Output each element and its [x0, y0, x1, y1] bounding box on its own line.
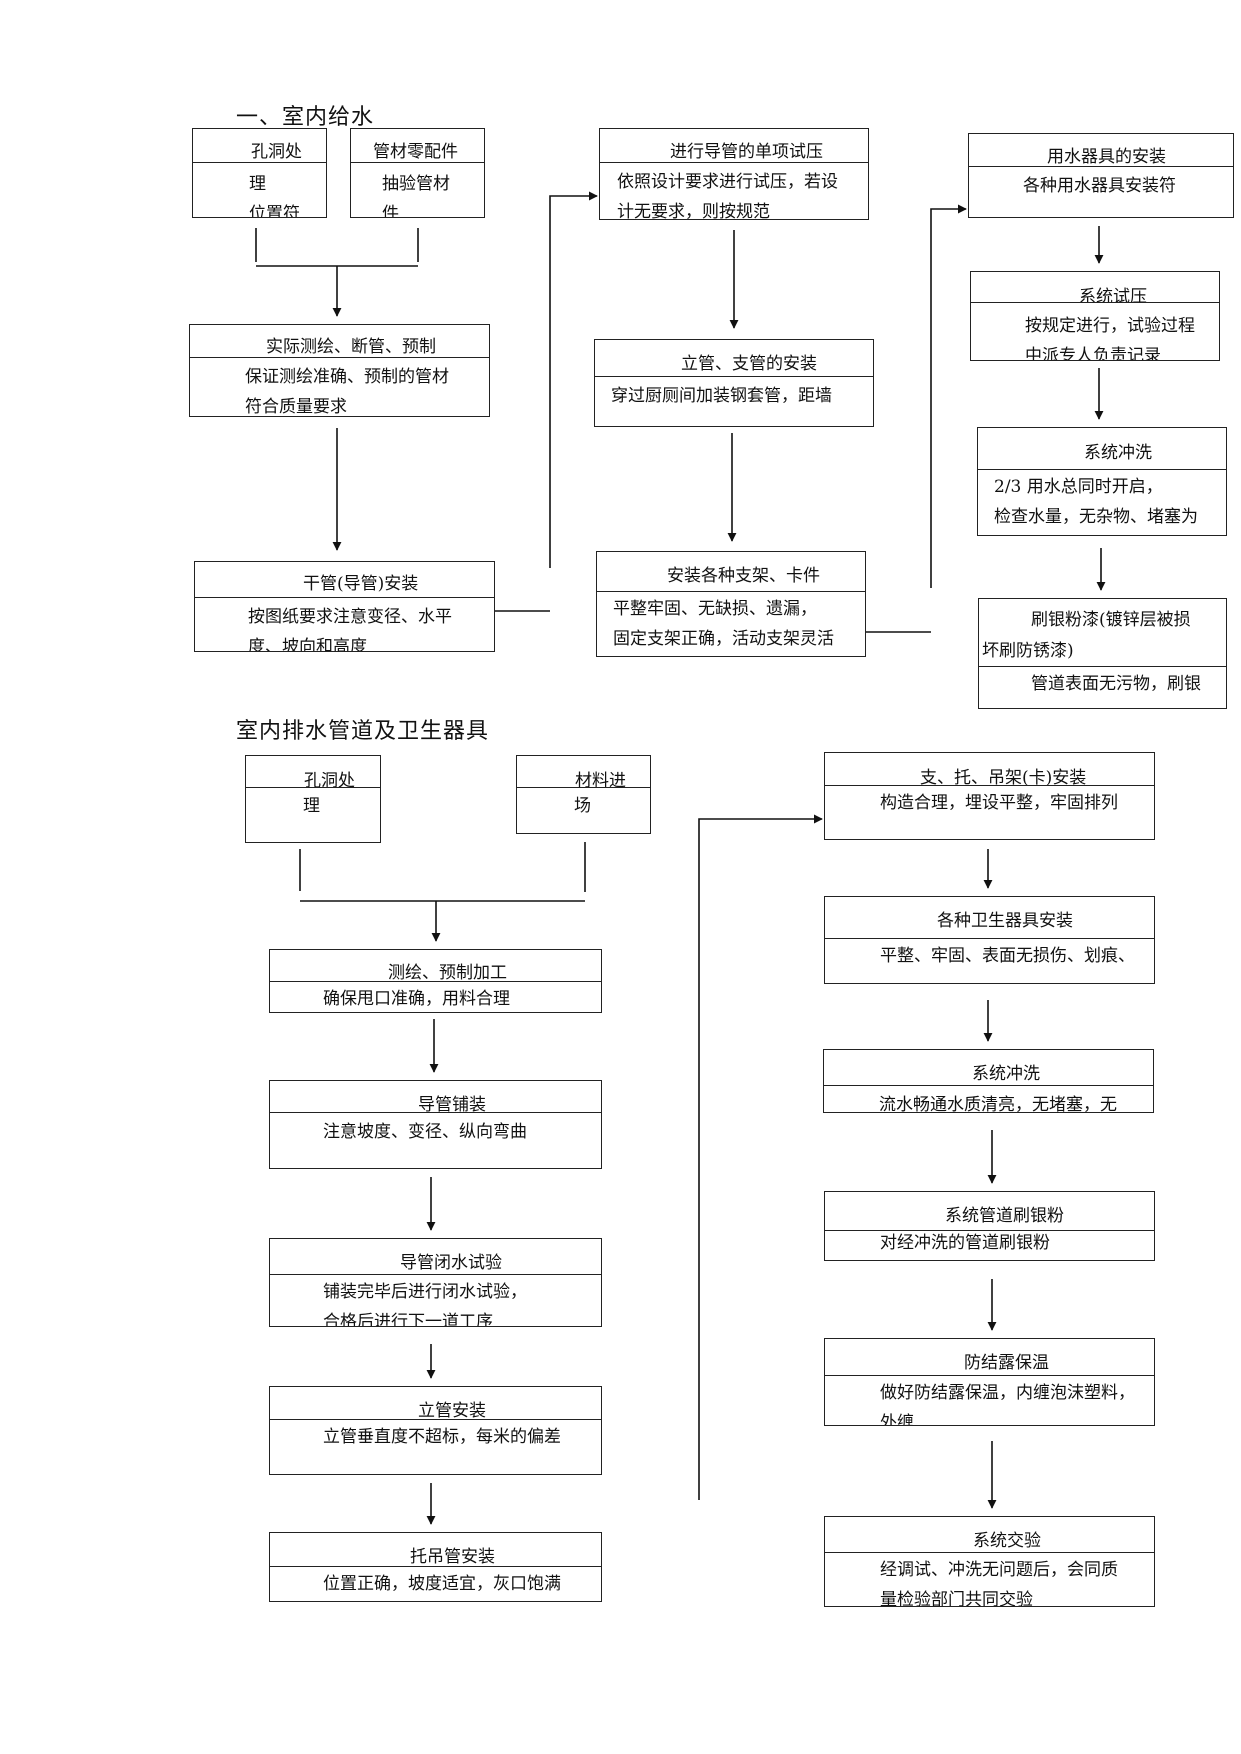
- box-title: 防结露保温: [825, 1339, 1154, 1376]
- box-drain-riser-install: 立管安装 立管垂直度不超标，每米的偏差: [269, 1386, 602, 1475]
- box-desc: 按图纸要求注意变径、水平 度、坡向和高度: [248, 607, 452, 652]
- box-desc: 确保甩口准确，用料合理: [323, 989, 510, 1009]
- box-pipe-parts: 管材零配件 抽验管材 件: [350, 128, 485, 218]
- box-title: 干管(导管)安装: [195, 562, 494, 598]
- box-title: 刷银粉漆(镀锌层被损: [1031, 610, 1191, 630]
- box-desc: 穿过厨厕间加装钢套管，距墙: [611, 386, 832, 406]
- box-drain-hole-processing: 孔洞处 理: [245, 755, 381, 843]
- box-title: 系统冲洗: [824, 1050, 1153, 1086]
- box-closed-water-test: 导管闭水试验 铺装完毕后进行闭水试验， 合格后进行下一道工序: [269, 1238, 602, 1327]
- box-single-pressure-test: 进行导管的单项试压 依照设计要求进行试压，若设 计无要求，则按规范: [599, 128, 869, 220]
- box-hole-processing: 孔洞处 理 位置符: [192, 128, 327, 218]
- box-title: 系统管道刷银粉: [825, 1192, 1154, 1231]
- box-hangers-install: 支、托、吊架(卡)安装 构造合理，埋设平整，牢固排列: [824, 752, 1155, 840]
- box-desc: 对经冲洗的管道刷银粉: [880, 1233, 1050, 1253]
- box-desc: 铺装完毕后进行闭水试验， 合格后进行下一道工序: [323, 1282, 527, 1327]
- arrow-to-single-test: [549, 191, 598, 568]
- box-title: 导管铺装: [270, 1081, 601, 1113]
- box-title: 孔洞处: [246, 756, 380, 788]
- box-title: 实际测绘、断管、预制: [190, 325, 489, 358]
- box-title: 系统冲洗: [978, 428, 1226, 470]
- box-desc: 各种用水器具安装符: [1023, 176, 1176, 196]
- box-desc: 平整、牢固、表面无损伤、划痕、: [880, 946, 1135, 966]
- box-title: 测绘、预制加工: [270, 950, 601, 982]
- box-desc: 平整牢固、无缺损、遗漏， 固定支架正确，活动支架灵活: [613, 599, 834, 649]
- box-desc: 做好防结露保温，内缠泡沫塑料， 外缠: [880, 1383, 1135, 1426]
- box-riser-branch-install: 立管、支管的安装 穿过厨厕间加装钢套管，距墙: [594, 339, 874, 427]
- box-desc: 按规定进行，试验过程 中派专人负责记录: [1025, 316, 1195, 361]
- box-title: 导管闭水试验: [270, 1239, 601, 1275]
- box-title: 孔洞处: [193, 129, 326, 163]
- box-title: 安装各种支架、卡件: [597, 552, 865, 592]
- box-material-entry: 材料进 场: [516, 755, 651, 834]
- box-system-flush: 系统冲洗 2/3 用水总同时开启， 检查水量，无杂物、堵塞为: [977, 427, 1227, 536]
- box-desc: 2/3 用水总同时开启， 检查水量，无杂物、堵塞为: [994, 477, 1198, 527]
- box-title: 管材零配件: [351, 129, 484, 163]
- box-title: 支、托、吊架(卡)安装: [825, 753, 1154, 786]
- box-desc: 经调试、冲洗无问题后，会同质 量检验部门共同交验: [880, 1560, 1118, 1607]
- box-desc: 依照设计要求进行试压，若设 计无要求，则按规范: [617, 172, 838, 220]
- box-measure-cut-prefab: 实际测绘、断管、预制 保证测绘准确、预制的管材 符合质量要求: [189, 324, 490, 417]
- box-hanger-pipe-install: 托吊管安装 位置正确，坡度适宜，灰口饱满: [269, 1532, 602, 1602]
- box-anti-condensation: 防结露保温 做好防结露保温，内缠泡沫塑料， 外缠: [824, 1338, 1155, 1426]
- box-fixtures-install: 用水器具的安装 各种用水器具安装符: [968, 133, 1234, 218]
- box-main-pipe-install: 干管(导管)安装 按图纸要求注意变径、水平 度、坡向和高度: [194, 561, 495, 652]
- heading-water-supply: 一、室内给水: [236, 105, 375, 130]
- box-title: 立管、支管的安装: [595, 340, 873, 377]
- box-supports-install: 安装各种支架、卡件 平整牢固、无缺损、遗漏， 固定支架正确，活动支架灵活: [596, 551, 866, 657]
- heading-drainage: 室内排水管道及卫生器具: [236, 719, 490, 744]
- box-desc: 立管垂直度不超标，每米的偏差: [323, 1427, 561, 1447]
- arrow-to-hangers: [698, 814, 823, 1500]
- box-drain-system-flush: 系统冲洗 流水畅通水质清亮，无堵塞，无: [823, 1049, 1154, 1113]
- box-desc: 构造合理，埋设平整，牢固排列: [880, 793, 1118, 813]
- box-desc: 流水畅通水质清亮，无堵塞，无: [879, 1095, 1117, 1113]
- box-guide-pipe-laying: 导管铺装 注意坡度、变径、纵向弯曲: [269, 1080, 602, 1169]
- box-title: 立管安装: [270, 1387, 601, 1420]
- box-title: 托吊管安装: [270, 1533, 601, 1567]
- box-desc: 保证测绘准确、预制的管材 符合质量要求: [245, 367, 449, 417]
- box-title-line2: 坏刷防锈漆): [979, 636, 1226, 667]
- box-title: 用水器具的安装: [969, 134, 1233, 167]
- box-system-acceptance: 系统交验 经调试、冲洗无问题后，会同质 量检验部门共同交验: [824, 1516, 1155, 1607]
- box-system-pressure-test: 系统试压 按规定进行，试验过程 中派专人负责记录: [970, 271, 1220, 361]
- box-desc: 理 位置符: [249, 174, 300, 218]
- box-desc: 理: [303, 796, 320, 816]
- box-desc: 位置正确，坡度适宜，灰口饱满: [323, 1574, 561, 1594]
- box-title: 系统试压: [971, 272, 1219, 303]
- box-desc: 注意坡度、变径、纵向弯曲: [323, 1122, 527, 1142]
- arrow-to-fixtures: [930, 204, 967, 588]
- box-title: 进行导管的单项试压: [600, 129, 868, 163]
- box-title: 系统交验: [825, 1517, 1154, 1553]
- box-title: 材料进: [517, 756, 650, 788]
- box-sanitary-fixtures: 各种卫生器具安装 平整、牢固、表面无损伤、划痕、: [824, 896, 1155, 984]
- box-desc: 管道表面无污物，刷银: [1031, 674, 1201, 694]
- box-desc: 场: [574, 796, 591, 816]
- box-desc: 抽验管材 件: [382, 174, 450, 218]
- box-title: 各种卫生器具安装: [825, 897, 1154, 939]
- box-silver-paint: 刷银粉漆(镀锌层被损 坏刷防锈漆) 管道表面无污物，刷银: [978, 598, 1227, 709]
- box-silver-powder: 系统管道刷银粉 对经冲洗的管道刷银粉: [824, 1191, 1155, 1261]
- box-drain-measure-prefab: 测绘、预制加工 确保甩口准确，用料合理: [269, 949, 602, 1013]
